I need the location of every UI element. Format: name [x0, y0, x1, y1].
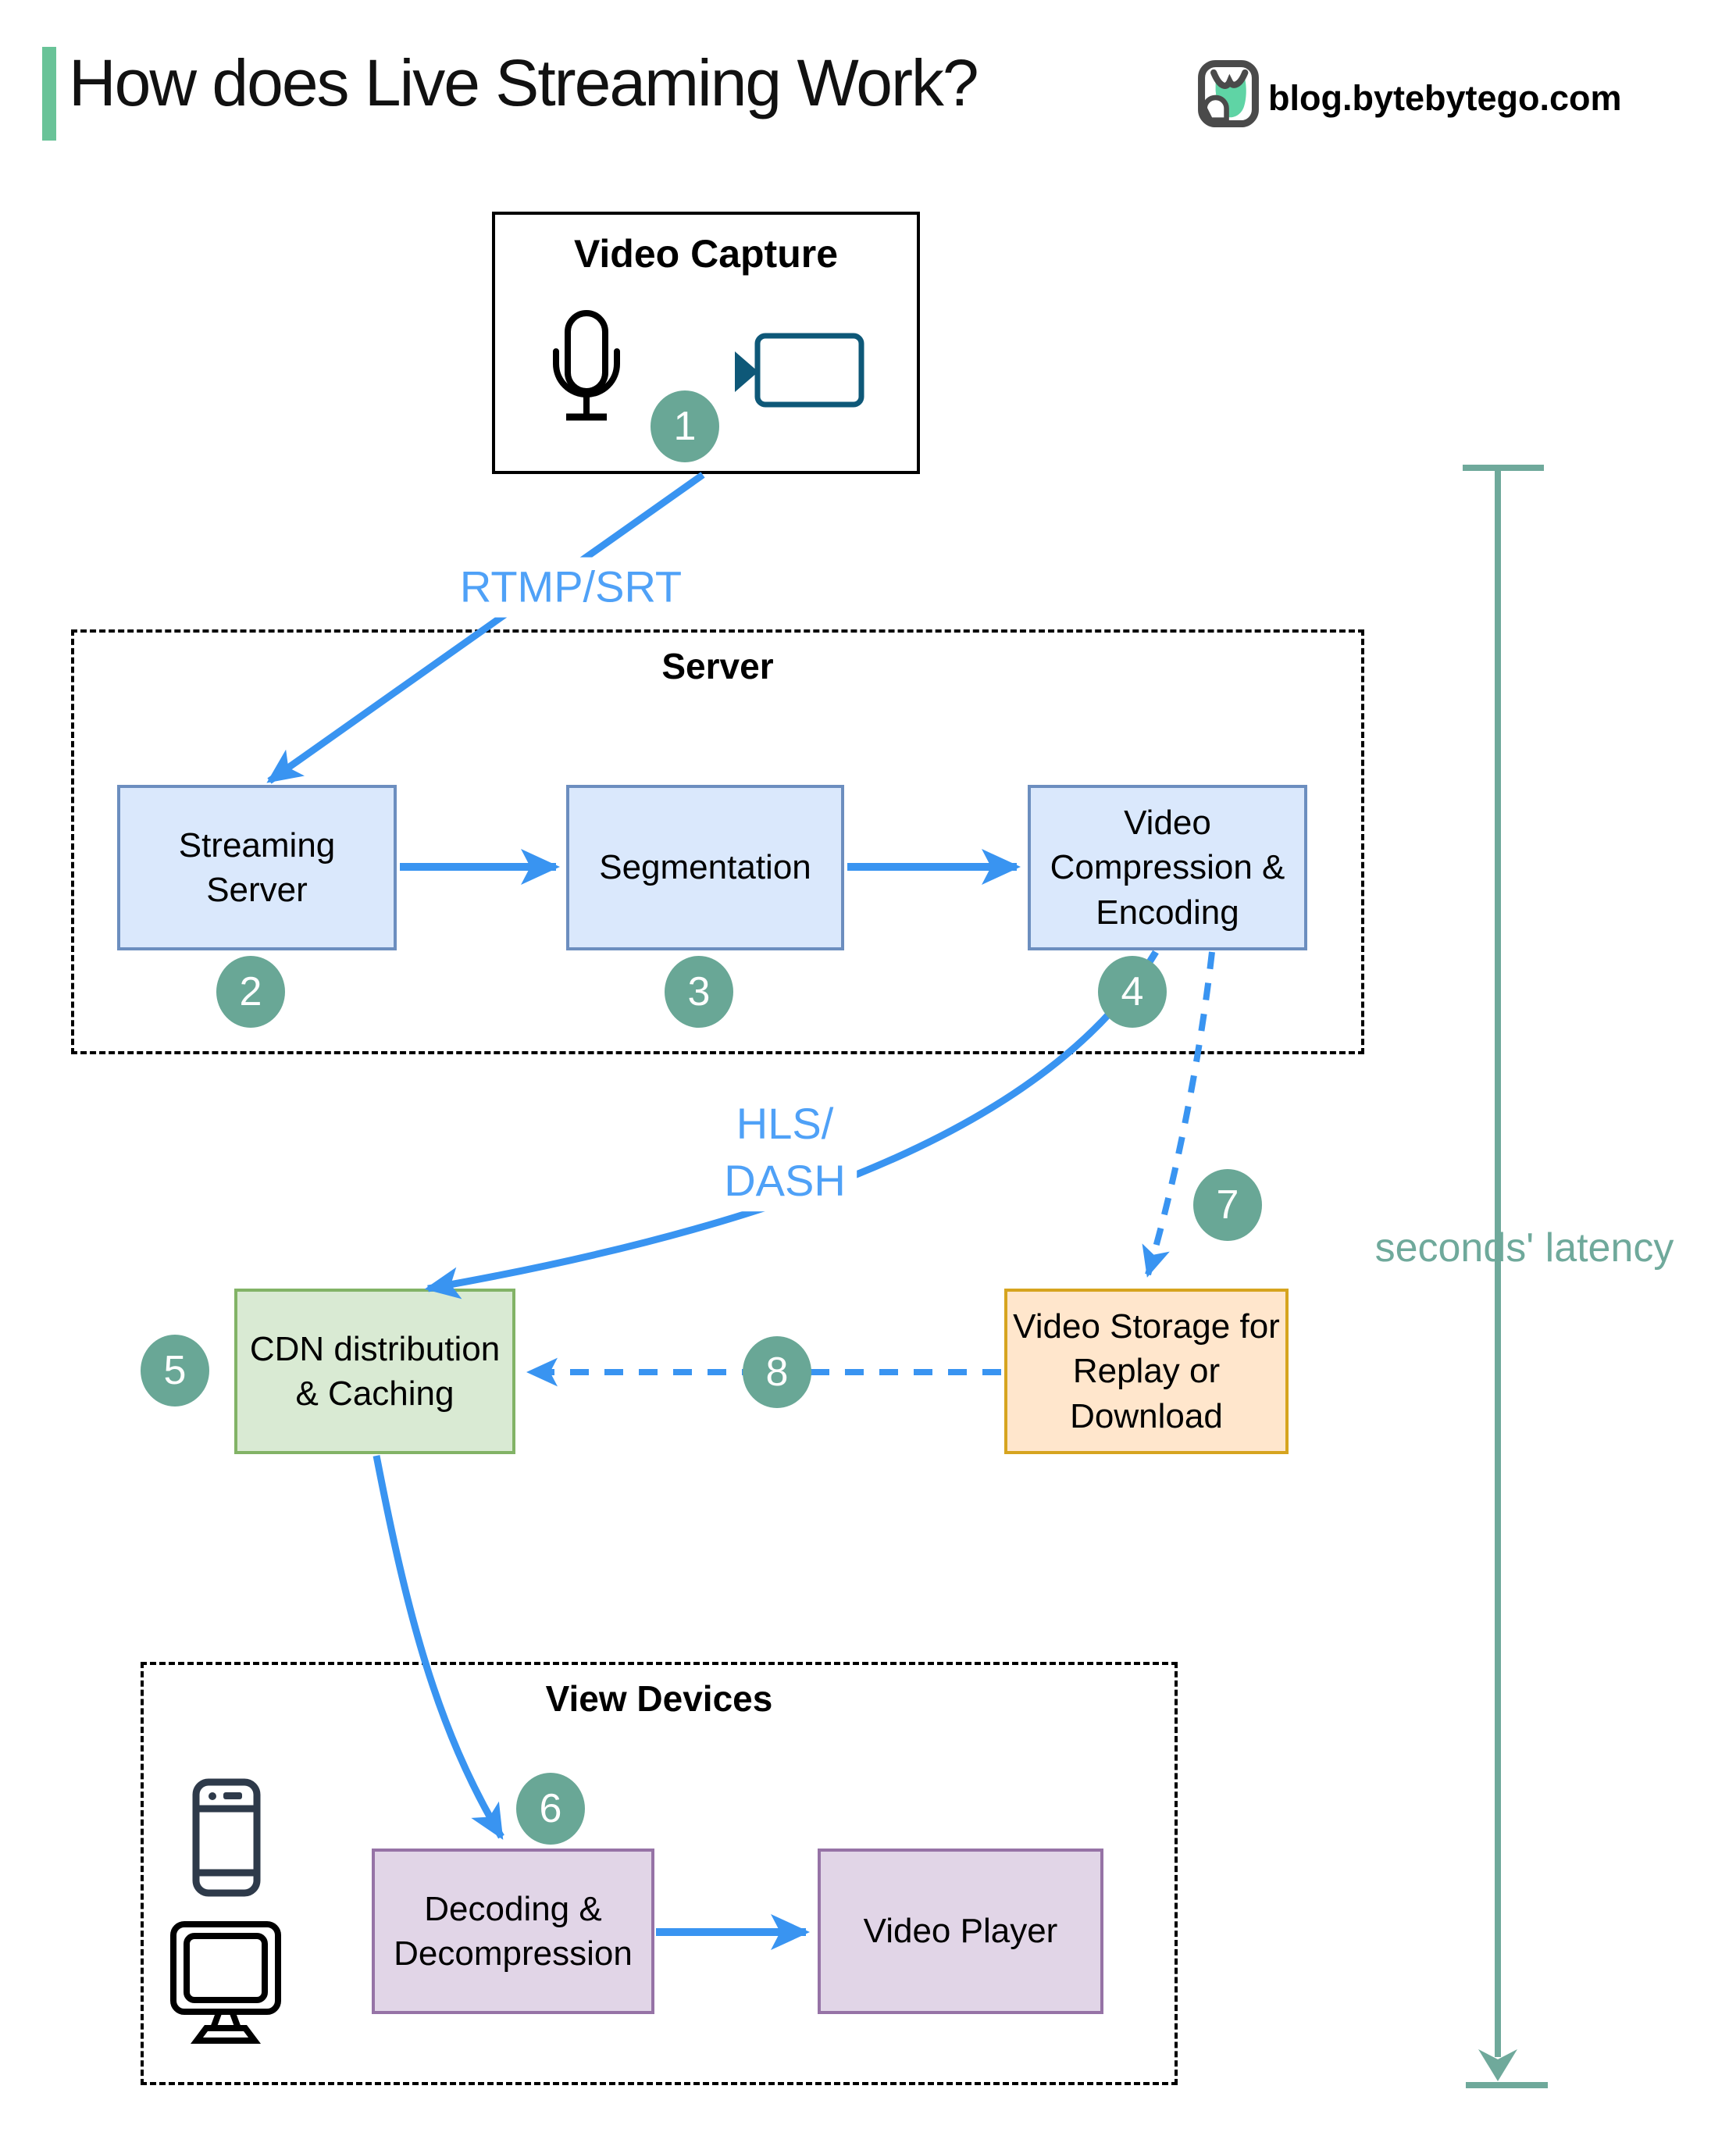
node-cdn: CDN distribution & Caching	[234, 1289, 515, 1454]
latency-bracket	[1463, 465, 1548, 2088]
step-badge-2: 2	[216, 956, 285, 1028]
site-url: blog.bytebytego.com	[1268, 78, 1622, 118]
step-badge-3: 3	[665, 956, 733, 1028]
step-badge-5: 5	[141, 1335, 209, 1406]
group-view-devices: View Devices	[141, 1662, 1178, 2085]
node-video-storage: Video Storage for Replay or Download	[1004, 1289, 1289, 1454]
bytebytego-logo-icon	[1198, 59, 1259, 128]
view-devices-group-label: View Devices	[545, 1678, 773, 1719]
step-badge-6: 6	[516, 1773, 585, 1845]
step-badge-7: 7	[1193, 1169, 1262, 1241]
node-segmentation: Segmentation	[566, 785, 844, 950]
step-badge-8: 8	[743, 1336, 811, 1408]
edge-label-hls-dash: HLS/ DASH	[713, 1094, 857, 1211]
segmentation-label: Segmentation	[599, 848, 811, 887]
hls-line: HLS/	[736, 1099, 834, 1149]
video-storage-label: Video Storage for Replay or Download	[1013, 1307, 1280, 1435]
server-group-label: Server	[661, 646, 774, 686]
video-capture-label: Video Capture	[573, 232, 839, 276]
step-badge-4: 4	[1098, 956, 1167, 1028]
video-compression-label: Video Compression & Encoding	[1050, 804, 1285, 932]
latency-note: seconds' latency	[1374, 1225, 1674, 1271]
video-player-label: Video Player	[863, 1912, 1058, 1951]
edge-label-rtmp-srt: RTMP/SRT	[448, 557, 693, 618]
node-video-player: Video Player	[818, 1849, 1103, 2014]
title-accent-bar	[42, 47, 56, 141]
streaming-server-label: Streaming Server	[178, 825, 336, 909]
dash-line: DASH	[724, 1156, 846, 1205]
cdn-label: CDN distribution & Caching	[249, 1329, 501, 1413]
decoding-label: Decoding & Decompression	[394, 1889, 633, 1973]
node-streaming-server: Streaming Server	[117, 785, 397, 950]
page-title: How does Live Streaming Work?	[69, 46, 979, 119]
step-badge-1: 1	[651, 390, 719, 462]
node-decoding: Decoding & Decompression	[372, 1849, 654, 2014]
node-video-compression: Video Compression & Encoding	[1028, 785, 1307, 950]
